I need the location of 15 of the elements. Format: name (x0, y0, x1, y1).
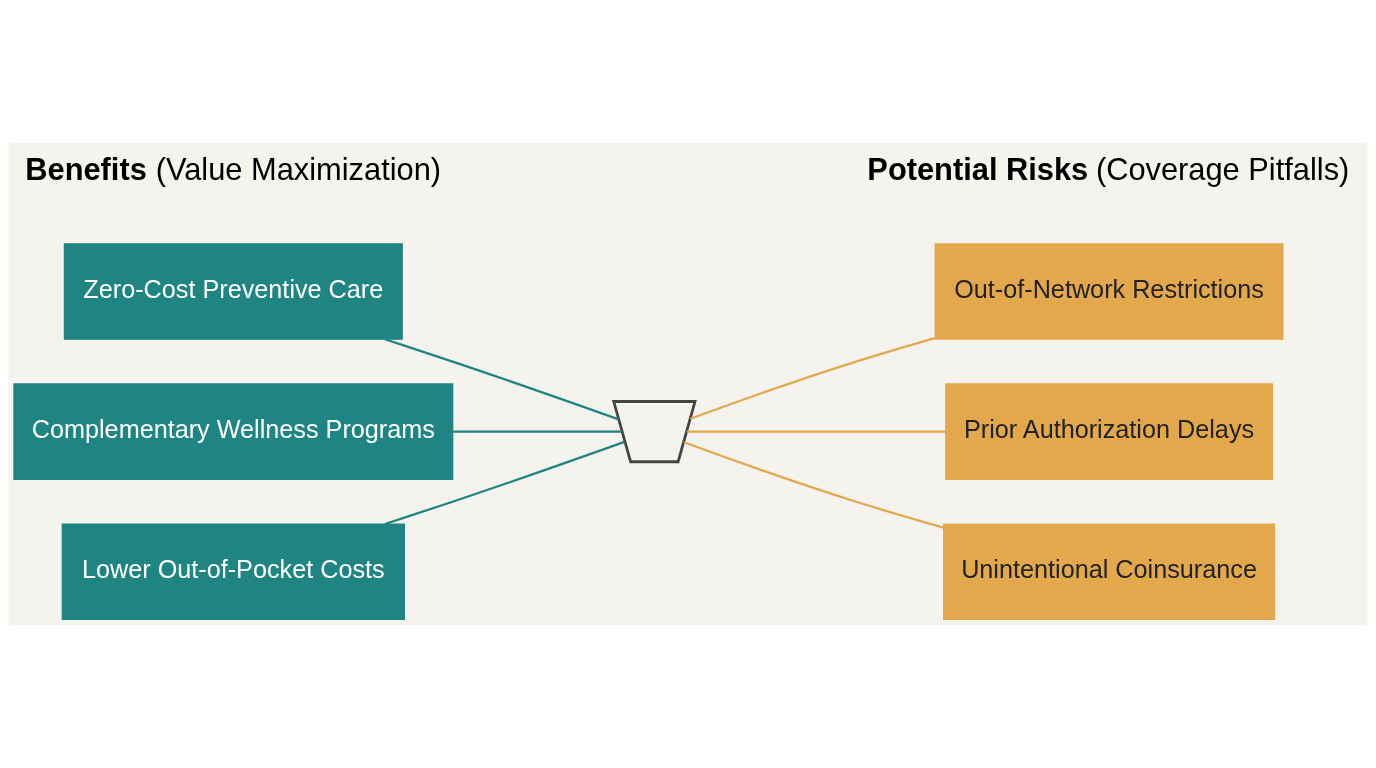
connector (683, 441, 944, 529)
node-box: Zero-Cost Preventive Care (63, 243, 403, 340)
label: Potential Risks (Coverage Pitfalls) (867, 152, 1350, 188)
connector (453, 430, 622, 433)
node-box: Prior Authorization Delays (945, 383, 1273, 480)
node-box: Unintentional Coinsurance (943, 523, 1276, 621)
connector (384, 338, 620, 421)
node-box: Lower Out-of-Pocket Costs (61, 523, 405, 621)
node-box: Out-of-Network Restrictions (934, 243, 1284, 340)
node-scale (611, 400, 697, 464)
node-box: Complementary Wellness Programs (13, 383, 454, 480)
connector (689, 337, 936, 420)
label: Benefits (Value Maximization) (25, 152, 442, 188)
connector (686, 430, 946, 433)
connector (384, 440, 625, 526)
